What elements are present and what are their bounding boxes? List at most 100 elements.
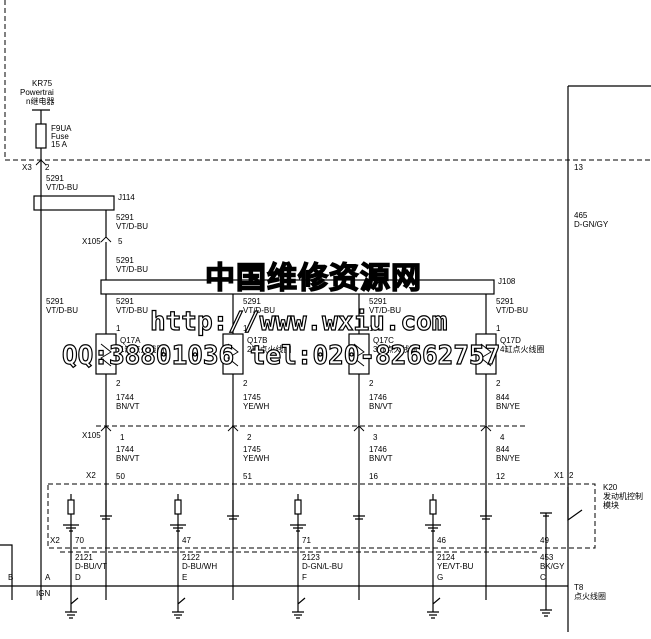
ign-label: IGN — [36, 589, 50, 598]
q17c-id: Q17C — [373, 336, 394, 345]
q17b-k20-ground-icon — [227, 500, 239, 520]
q17d-t8-ground-icon — [427, 611, 439, 619]
x105-top-connector-icon — [100, 236, 112, 243]
q17c-coil-winding-icon — [353, 343, 365, 367]
q17b-ret-circuit: 2122 — [182, 553, 200, 562]
main-circuit-2: 5291 — [46, 297, 64, 306]
q17b-out-circuit-2: 1745 — [243, 445, 261, 454]
q17b-driver-icon — [174, 499, 182, 515]
q17d-out-color: BN/YE — [496, 402, 520, 411]
q17a-out-circuit-2: 1744 — [116, 445, 134, 454]
relay-code: KR75 — [32, 79, 53, 88]
q17a-ret-circuit: 2121 — [75, 553, 93, 562]
q17a-t8-ground-icon — [65, 611, 77, 619]
branch2-color: VT/D-BU — [116, 265, 148, 274]
x1-pin: 2 — [569, 471, 574, 480]
q17b-supply-circuit: 5291 — [243, 297, 261, 306]
fuse-label: Fuse — [51, 132, 69, 141]
fuse-icon — [35, 123, 47, 149]
module-line1: 发动机控制 — [603, 491, 643, 501]
q17b-out-color: YE/WH — [243, 402, 269, 411]
relay-line2: n继电器 — [26, 96, 54, 106]
q17d-ret-color: YE/VT-BU — [437, 562, 474, 571]
t8-pin-b: B — [8, 573, 13, 582]
q17a-supply-circuit: 5291 — [116, 297, 134, 306]
left-edge-wire — [0, 544, 13, 600]
q17b-pin2: 2 — [243, 379, 248, 388]
q17a-driver-icon — [67, 499, 75, 515]
x2b-pin-49: 49 — [540, 536, 549, 545]
j114-label: J114 — [118, 193, 135, 202]
q17d-coil-winding-icon — [480, 343, 492, 367]
q17a-ground-icon — [63, 524, 79, 532]
q17c-t8-ground-icon — [292, 611, 304, 619]
q17a-x2-pin: 50 — [116, 472, 125, 481]
watermark-line2: http://www.wxiu.com — [150, 307, 447, 337]
q17a-x2b-pin: 70 — [75, 536, 84, 545]
x3-connector-icon — [35, 159, 47, 166]
t8-pin-a: A — [45, 573, 51, 582]
q17d-x105-pin: 4 — [500, 433, 505, 442]
q17d-out-circuit-2: 844 — [496, 445, 510, 454]
branch-circuit: 5291 — [116, 213, 134, 222]
q17d-x2-pin: 12 — [496, 472, 505, 481]
q17a-id: Q17A — [120, 336, 141, 345]
q17c-x105-pin: 3 — [373, 433, 378, 442]
fuse-code: F9UA — [51, 124, 72, 133]
q17b-ret-color: D-BU/WH — [182, 562, 217, 571]
q17a-supply-color: VT/D-BU — [116, 306, 148, 315]
x105-top-label: X105 — [82, 237, 101, 246]
q17c-pin1: 1 — [369, 324, 374, 333]
q17a-t8-switch-icon — [70, 588, 79, 612]
q17b-supply-color: VT/D-BU — [243, 306, 275, 315]
q17c-ret-circuit: 2123 — [302, 553, 320, 562]
q17c-t8-switch-icon — [297, 588, 306, 612]
q17a-coil-winding-icon — [100, 343, 112, 367]
q17b-pin1: 1 — [243, 324, 248, 333]
x3-pin: 2 — [45, 163, 50, 172]
x2-bottom-label: X2 — [50, 536, 60, 545]
q17b-out-color-2: YE/WH — [243, 454, 269, 463]
j108-label: J108 — [498, 277, 516, 286]
q17c-driver-icon — [294, 499, 302, 515]
q17d-id: Q17D — [500, 336, 521, 345]
x105-top-pin: 5 — [118, 237, 123, 246]
module-line2: 模块 — [603, 500, 619, 510]
q17c-out-color-2: BN/VT — [369, 454, 393, 463]
q17b-coil-winding-icon — [227, 343, 239, 367]
module-code: K20 — [603, 483, 618, 492]
branch2-circuit: 5291 — [116, 256, 134, 265]
module-ground-wire — [540, 512, 552, 586]
w465-circuit: 465 — [574, 211, 588, 220]
q17c-x2-pin: 16 — [369, 472, 378, 481]
q17b-x2b-pin: 47 — [182, 536, 191, 545]
x3-label: X3 — [22, 163, 32, 172]
x2-label: X2 — [86, 471, 96, 480]
q17c-x105-connector-icon — [353, 425, 365, 432]
t8-label: 点火线圈 — [574, 591, 606, 601]
main-color-2: VT/D-BU — [46, 306, 78, 315]
q17a-out-color-2: BN/VT — [116, 454, 140, 463]
q17d-k20-ground-icon — [480, 500, 492, 520]
q17d-supply-color: VT/D-BU — [496, 306, 528, 315]
watermark-line1: 中国维修资源网 — [205, 261, 422, 296]
q17b-out-circuit: 1745 — [243, 393, 261, 402]
relay-contact — [32, 109, 50, 124]
relay-line1: Powertrai — [20, 88, 54, 97]
q17b-x105-pin: 2 — [247, 433, 252, 442]
watermark-line3: QQ:38801036 tel:020-82662757 — [62, 341, 500, 371]
q17b-x2-pin: 51 — [243, 472, 252, 481]
q17a-out-circuit: 1744 — [116, 393, 134, 402]
q17a-pin1: 1 — [116, 324, 121, 333]
q17c-desc: 3缸点火线圈 — [373, 344, 417, 354]
module-frame — [567, 85, 651, 632]
q17b-ground-icon — [170, 524, 186, 532]
q17c-supply-color: VT/D-BU — [369, 306, 401, 315]
top-dashed-frame — [4, 0, 651, 161]
q17c-out-color: BN/VT — [369, 402, 393, 411]
q17c-pin2: 2 — [369, 379, 374, 388]
q17c-x2b-pin: 71 — [302, 536, 311, 545]
t8-code: T8 — [574, 583, 584, 592]
q17d-driver-icon — [429, 499, 437, 515]
